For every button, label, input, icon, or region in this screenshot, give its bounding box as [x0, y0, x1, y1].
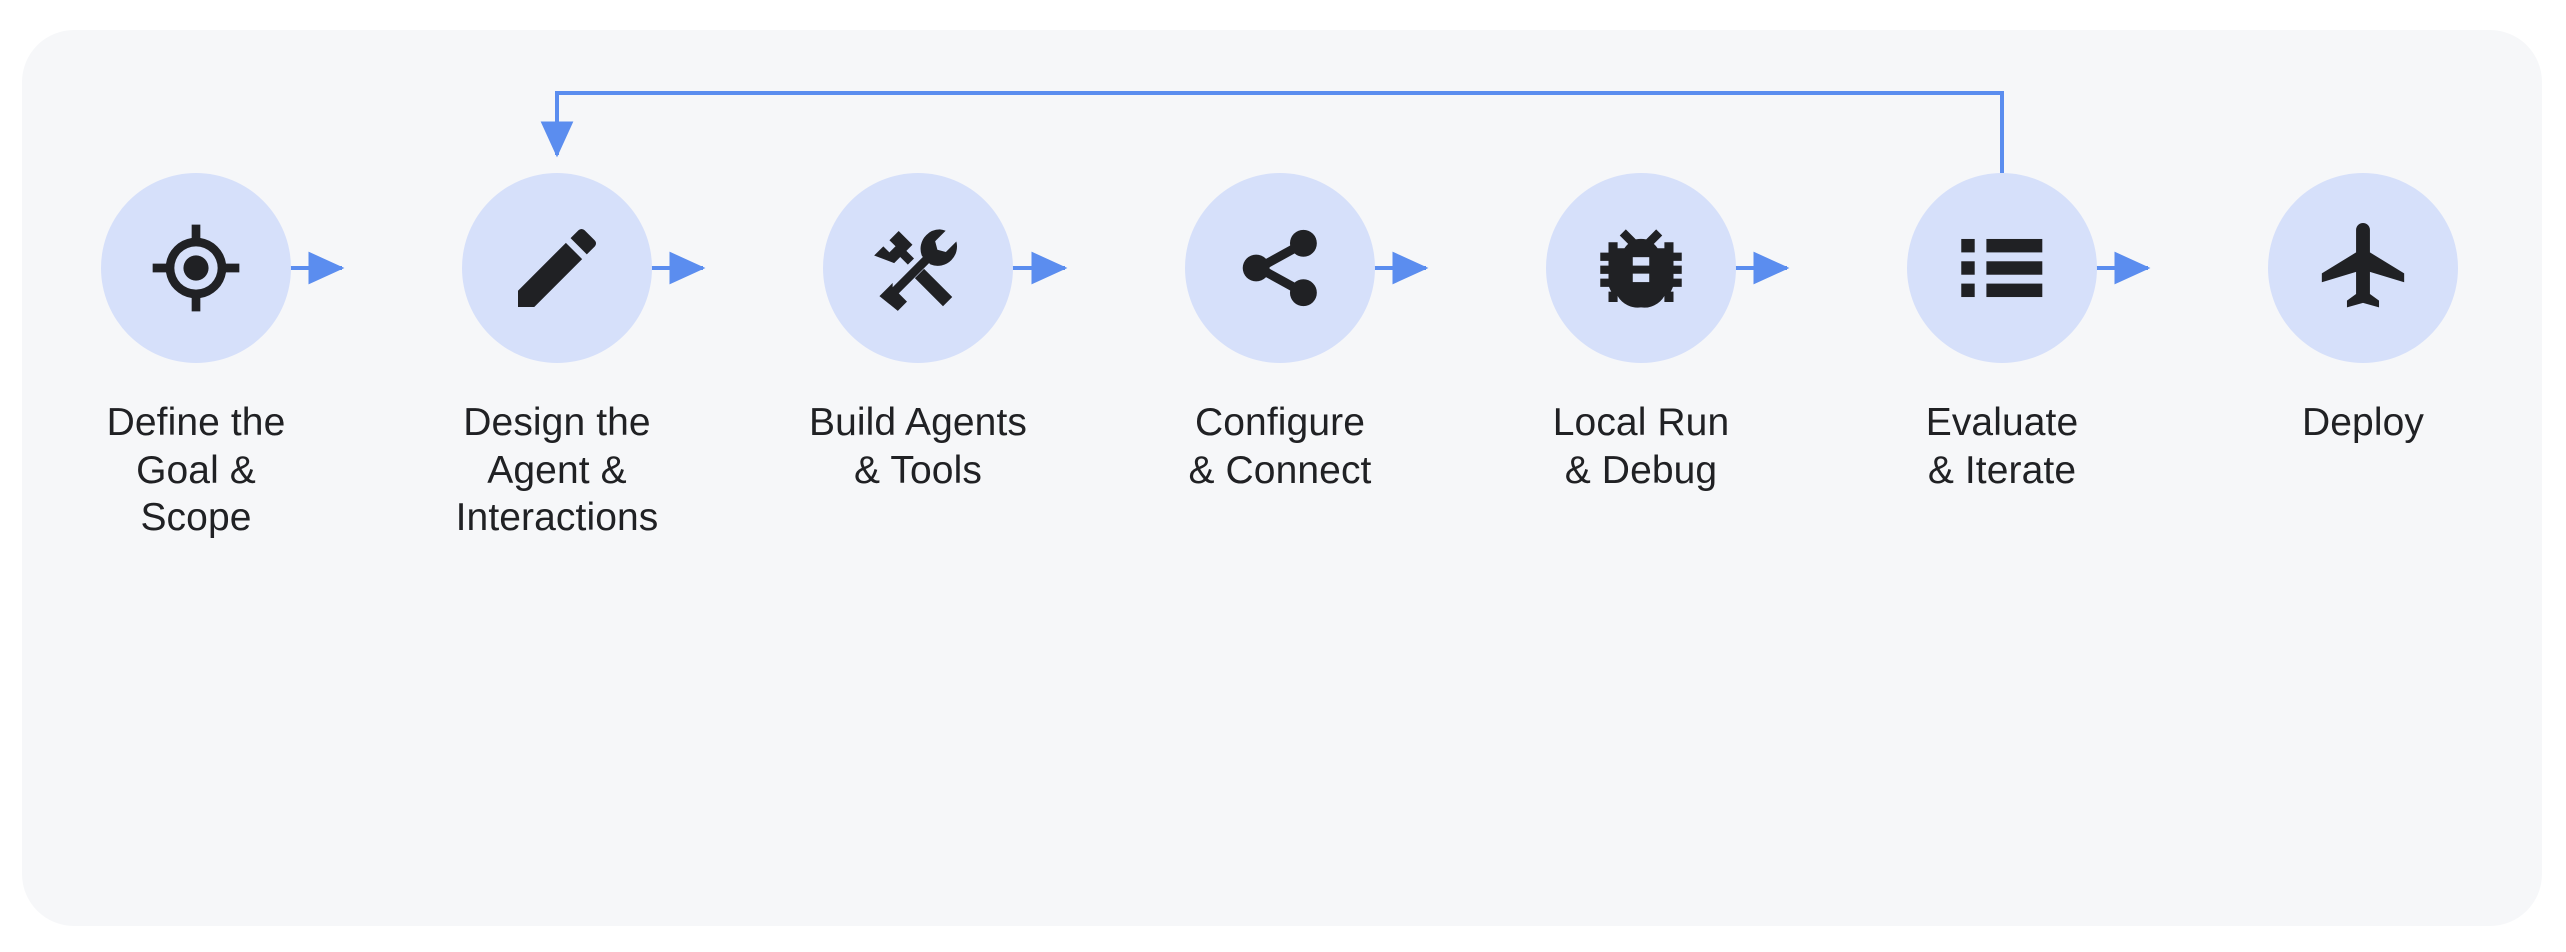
stage-label: Deploy — [2302, 401, 2424, 444]
stage-label: Design the Agent & Interactions — [455, 401, 659, 540]
stage-icon-circle — [823, 173, 1013, 363]
stage-icon-circle — [462, 173, 652, 363]
stage-icon-circle — [101, 173, 291, 363]
stage-evaluate-and-iterate[interactable]: Evaluate & Iterate — [1877, 173, 2127, 494]
pencil-icon — [518, 228, 597, 307]
stage-icon-circle — [1907, 173, 2097, 363]
bug-icon — [1600, 229, 1682, 308]
hammer-wrench-icon — [874, 229, 958, 311]
stage-configure-and-connect[interactable]: Configure & Connect — [1155, 173, 1405, 494]
stage-label: Local Run & Debug — [1552, 401, 1730, 492]
airplane-icon — [2321, 222, 2405, 308]
stage-deploy[interactable]: Deploy — [2238, 173, 2488, 447]
stage-row: Define the Goal & Scope Design the Agent… — [22, 30, 2542, 926]
stage-label: Configure & Connect — [1188, 401, 1372, 492]
target-icon — [152, 224, 240, 312]
stage-local-run-and-debug[interactable]: Local Run & Debug — [1516, 173, 1766, 494]
stage-label: Evaluate & Iterate — [1925, 401, 2079, 492]
share-nodes-icon — [1242, 229, 1317, 307]
stage-icon-circle — [1185, 173, 1375, 363]
stage-icon-circle — [1546, 173, 1736, 363]
workflow-card: Define the Goal & Scope Design the Agent… — [22, 30, 2542, 926]
stage-label: Build Agents & Tools — [808, 401, 1028, 492]
stage-build-agents-and-tools[interactable]: Build Agents & Tools — [793, 173, 1043, 494]
stage-icon-circle — [2268, 173, 2458, 363]
list-icon — [1961, 238, 2043, 298]
stage-define-the-goal-and-scope[interactable]: Define the Goal & Scope — [71, 173, 321, 542]
stage-label: Define the Goal & Scope — [106, 401, 286, 540]
stage-design-the-agent-and-interactions[interactable]: Design the Agent & Interactions — [432, 173, 682, 542]
